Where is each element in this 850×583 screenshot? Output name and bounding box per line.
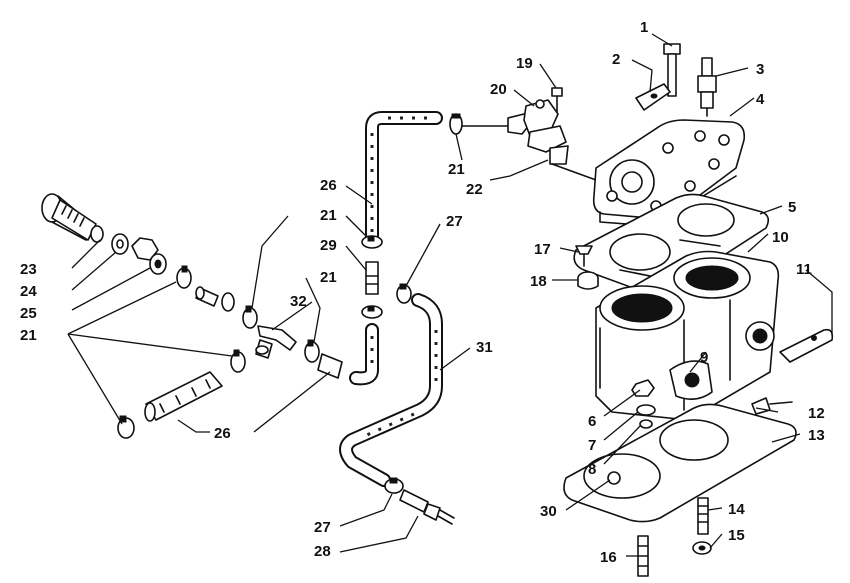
callout-28: 28 <box>314 543 331 560</box>
callout-12: 12 <box>808 405 825 422</box>
spark-plug-3 <box>697 57 717 117</box>
callout-7: 7 <box>588 437 596 454</box>
callout-14: 14 <box>728 501 745 518</box>
fitting-29 <box>365 261 379 295</box>
washer-7 <box>636 404 656 416</box>
hose-clamp-27-upper <box>396 283 412 304</box>
stud-16 <box>637 535 649 577</box>
hose-clamp-27-lower <box>384 477 404 494</box>
tee-fitting-32 <box>255 325 297 359</box>
bracket-2 <box>635 83 671 111</box>
callout-4: 4 <box>756 91 765 108</box>
nut-15 <box>692 541 712 555</box>
callout-8: 8 <box>588 461 596 478</box>
bracket-11 <box>779 328 834 363</box>
callout-31: 31 <box>476 339 493 356</box>
callout-24: 24 <box>20 283 37 300</box>
callout-21-upper: 21 <box>448 161 465 178</box>
callout-17: 17 <box>534 241 551 258</box>
bolt-1 <box>663 43 681 97</box>
head-gasket-5 <box>573 193 770 295</box>
hose-26-lower <box>144 371 223 422</box>
callout-labels: 1 2 3 4 5 6 7 8 9 10 11 12 13 14 15 16 1… <box>20 19 825 566</box>
bolt-19 <box>551 87 563 113</box>
washer-8 <box>639 419 653 429</box>
callout-20: 20 <box>490 81 507 98</box>
cap-18 <box>577 271 599 290</box>
hose-clamp-21-bottom <box>117 415 135 439</box>
nut-25 <box>131 237 167 275</box>
hose-short-center <box>349 323 379 386</box>
callout-22: 22 <box>466 181 483 198</box>
callout-32: 32 <box>290 293 307 310</box>
stud-14 <box>697 497 709 535</box>
callout-6: 6 <box>588 413 596 430</box>
callout-9: 9 <box>700 349 708 366</box>
hose-clamp-21-mid <box>221 292 258 329</box>
callout-30: 30 <box>540 503 557 520</box>
hose-clamp-21-upper-center <box>449 113 509 135</box>
hose-clamp-21-center-lower <box>361 305 383 319</box>
hose-clamp-21-low <box>230 349 246 373</box>
hose-clamp-21-top <box>176 265 192 289</box>
hose-short-upper <box>195 286 219 307</box>
hose-26-upper <box>365 111 443 247</box>
base-gasket-13 <box>563 403 797 523</box>
callout-26-upper: 26 <box>320 177 337 194</box>
callout-27-lower: 27 <box>314 519 331 536</box>
callout-27-upper: 27 <box>446 213 463 230</box>
callout-25: 25 <box>20 305 37 322</box>
callout-19: 19 <box>516 55 533 72</box>
callout-3: 3 <box>756 61 764 78</box>
callout-21-tee: 21 <box>320 269 337 286</box>
thermostat-housing-20 <box>507 99 567 153</box>
fitting-23 <box>41 193 104 243</box>
leader-lines <box>67 33 833 557</box>
callout-13: 13 <box>808 427 825 444</box>
callout-21-center: 21 <box>320 207 337 224</box>
callout-5: 5 <box>788 199 796 216</box>
callout-1: 1 <box>640 19 648 36</box>
callout-2: 2 <box>612 51 620 68</box>
fitting-12 <box>751 397 793 415</box>
fitting-28 <box>399 489 455 525</box>
gasket-22 <box>549 145 597 181</box>
callout-18: 18 <box>530 273 547 290</box>
hose-short-right <box>317 353 343 379</box>
callout-10: 10 <box>772 229 789 246</box>
hose-clamp-21-center <box>361 235 383 249</box>
callout-21-left: 21 <box>20 327 37 344</box>
callout-29: 29 <box>320 237 337 254</box>
hose-clamp-21-right <box>304 339 320 363</box>
callout-23: 23 <box>20 261 37 278</box>
cylinder-head-4 <box>592 119 746 227</box>
washer-24 <box>111 233 129 255</box>
callout-15: 15 <box>728 527 745 544</box>
screw-17 <box>575 245 593 267</box>
hose-31 <box>339 293 443 487</box>
callout-11: 11 <box>796 261 812 278</box>
callout-16: 16 <box>600 549 617 566</box>
callout-26-lower: 26 <box>214 425 231 442</box>
